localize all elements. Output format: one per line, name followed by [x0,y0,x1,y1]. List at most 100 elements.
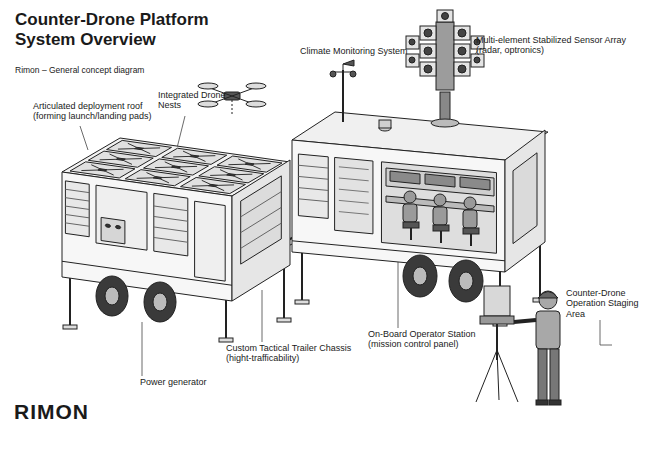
sensor-array [440,92,450,122]
weather-mast [350,71,356,77]
nest-arms [228,159,270,169]
wheel-hub [105,287,119,305]
tripod-device [497,350,518,402]
roof-fixture [379,120,391,128]
wheel [144,282,176,322]
leader-line [80,50,612,376]
sensor-array [458,29,466,37]
sensor-array [420,44,436,58]
container-end [505,130,545,272]
soldier [539,291,557,309]
control-console [386,168,494,212]
callout-label: Power generator [140,377,250,387]
operator [410,228,412,240]
container-side [298,165,328,201]
soldier [549,400,561,405]
container-end [241,176,282,264]
weather-mast [330,71,336,77]
sensor-array [420,26,436,40]
sensor-array [424,29,432,37]
container-side [65,189,89,226]
container-side [105,224,110,228]
container-end [505,130,545,272]
roof-fixture [379,120,391,131]
callout-label: Counter-Drone Operation Staging Area [566,288,646,319]
leader-line [262,290,263,342]
sensor-array [406,54,419,67]
container-side [62,172,232,301]
container-end [513,153,537,244]
weather-mast [342,70,344,122]
flying-drone [232,100,233,116]
container-side [62,172,232,301]
tripod-device [480,316,514,324]
soldier [550,349,559,401]
container-side [292,241,505,261]
leader-line [80,126,88,150]
operator [403,191,479,246]
illustration [62,10,612,405]
container-side [292,140,505,272]
deployment-roof [107,140,172,156]
operator [403,222,419,228]
control-console [425,174,455,187]
control-console [390,171,420,184]
operator [404,191,416,203]
callout-label: Climate Monitoring System [300,46,430,56]
container-side [96,185,147,250]
leader-line [142,322,143,376]
wheel [96,276,128,316]
sensor-array [409,57,415,63]
callout-label: Multi-element Stabilized Sensor Array (r… [476,35,641,56]
callout-label: Integrated Drone Nests [158,90,243,111]
wheel-hub [413,267,473,290]
operator [434,194,446,206]
sensor-array [424,65,432,73]
sensor-array [420,62,436,76]
deployment-roof [217,156,282,172]
soldier [538,349,547,401]
stabilizer-leg [301,246,303,300]
container-end [241,192,282,249]
nest-arms [81,165,123,175]
deployment-roof [162,148,227,164]
wheel-hub [153,293,167,311]
wheel-hub [459,272,473,290]
nest-arms [192,180,234,190]
nest-arms [173,151,215,161]
flying-drone [198,101,218,107]
nest-arms [100,154,142,164]
container-side [116,225,121,229]
diagram-title: Counter-Drone Platform System Overview [15,10,230,51]
container-side [154,206,188,242]
leader-line [398,262,399,328]
operator [440,231,442,243]
tripod-device [497,350,499,400]
wheel [96,276,176,322]
flying-drone [246,83,266,89]
container-side [339,167,369,215]
sensor-array [454,62,470,76]
operator [464,197,476,209]
stabilizer-leg [283,262,285,318]
sensor-array [454,44,470,58]
container-side [195,201,226,281]
sensor-array [471,54,484,67]
tripod-device [484,286,510,316]
container-end [232,160,290,301]
leader-line [600,345,612,346]
control-console [460,177,490,190]
callout-label: Custom Tactical Trailer Chassis (hight-t… [226,343,376,364]
subtitle: Rimon – General concept diagram [15,66,235,76]
leg-foot [295,300,309,304]
container-side [335,157,373,233]
operator [463,228,479,234]
sensor-array [458,47,466,55]
sensor-array [424,47,432,55]
container-side [292,140,505,272]
sensor-array [406,10,484,76]
operator [463,210,477,228]
soldier [536,311,560,349]
operator [433,225,449,231]
